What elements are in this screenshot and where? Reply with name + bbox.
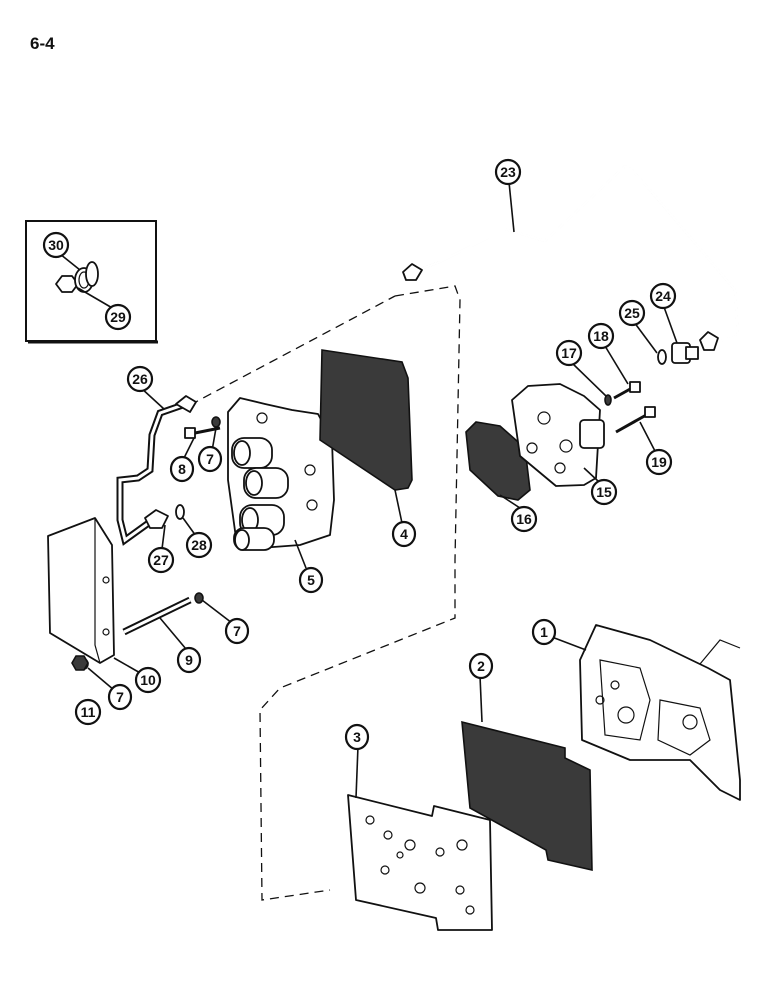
- callout-label: 25: [624, 305, 640, 321]
- callout-label: 18: [593, 328, 609, 344]
- callout-7-lower: 7: [107, 683, 133, 711]
- callout-27: 27: [147, 546, 175, 574]
- callout-label: 26: [132, 371, 148, 387]
- callout-23: 23: [494, 158, 522, 186]
- callout-label: 4: [400, 526, 408, 542]
- callout-label: 2: [477, 658, 485, 674]
- callout-7-upper: 7: [197, 445, 223, 473]
- page-number: 6-4: [30, 34, 55, 53]
- callout-1: 1: [531, 618, 557, 646]
- washer-part-7-upper: [211, 416, 221, 428]
- callout-label: 15: [596, 484, 612, 500]
- callout-label: 24: [655, 288, 671, 304]
- callout-label: 11: [81, 704, 96, 720]
- tube-part-23: [402, 164, 740, 351]
- callout-2: 2: [468, 652, 494, 680]
- callout-7-right: 7: [224, 617, 250, 645]
- fitting-part-27: [144, 509, 169, 529]
- callout-label: 29: [110, 309, 126, 325]
- callout-label: 8: [178, 461, 186, 477]
- callout-29: 29: [104, 303, 132, 331]
- callout-5: 5: [298, 566, 324, 594]
- callout-11: 11: [74, 698, 102, 726]
- gasket-part-16: [465, 421, 531, 501]
- callout-19: 19: [645, 448, 673, 476]
- callout-26: 26: [126, 365, 154, 393]
- callout-label: 30: [48, 237, 64, 253]
- callout-label: 7: [233, 623, 241, 639]
- o-ring-part-30: [85, 261, 99, 287]
- gasket-part-2: [461, 720, 593, 872]
- tube-part-26: [116, 395, 197, 546]
- callout-17: 17: [555, 339, 583, 367]
- callout-9: 9: [176, 646, 202, 674]
- bracket-part-10: [47, 517, 115, 664]
- callout-16: 16: [510, 505, 538, 533]
- callout-label: 28: [191, 537, 207, 553]
- callout-18: 18: [587, 322, 615, 350]
- plate-part-3: [347, 794, 493, 931]
- gasket-part-4: [319, 349, 413, 491]
- callout-15: 15: [590, 478, 618, 506]
- fitting-part-24: [671, 342, 699, 364]
- callout-label: 23: [500, 164, 516, 180]
- callout-4: 4: [391, 520, 417, 548]
- callout-8: 8: [169, 455, 195, 483]
- callout-label: 19: [651, 454, 667, 470]
- callout-30: 30: [42, 231, 70, 259]
- callout-label: 27: [153, 552, 169, 568]
- housing-part-1: [579, 624, 741, 801]
- nut-part-11: [71, 655, 89, 671]
- callout-label: 10: [140, 672, 156, 688]
- cover-part-15: [511, 383, 605, 487]
- callout-28: 28: [185, 531, 213, 559]
- callout-label: 5: [307, 572, 315, 588]
- o-ring-part-25: [657, 349, 667, 365]
- callout-label: 3: [353, 729, 361, 745]
- callout-label: 1: [540, 624, 548, 640]
- callout-label: 17: [561, 345, 577, 361]
- washer-part-7-right: [194, 592, 204, 604]
- alignment-outline: [259, 285, 461, 901]
- inset-box: [25, 220, 158, 344]
- callout-label: 7: [116, 689, 124, 705]
- stud-part-9: [122, 596, 192, 636]
- callout-3: 3: [344, 723, 370, 751]
- callout-10: 10: [134, 666, 162, 694]
- bolt-part-19: [615, 406, 656, 434]
- callout-24: 24: [649, 282, 677, 310]
- callout-label: 9: [185, 652, 193, 668]
- bolt-part-18: [613, 381, 641, 400]
- valve-body-part-5: [227, 397, 335, 551]
- callout-label: 16: [516, 511, 532, 527]
- o-ring-part-28: [175, 504, 185, 520]
- callout-label: 7: [206, 451, 214, 467]
- callout-25: 25: [618, 299, 646, 327]
- washer-part-17: [604, 394, 612, 406]
